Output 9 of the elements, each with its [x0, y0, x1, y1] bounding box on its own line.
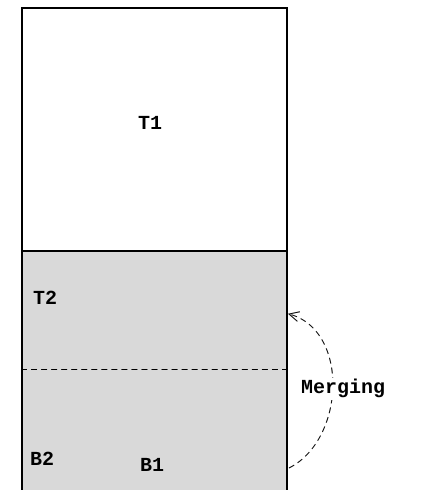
region-box: [21, 7, 288, 251]
region-label: B1: [140, 456, 164, 478]
edge-label: Merging: [300, 378, 386, 400]
merge-arrow: [288, 312, 334, 468]
region-label: B2: [30, 450, 54, 472]
region-box: [21, 370, 288, 490]
region-label: T2: [33, 289, 58, 311]
region-label: T1: [138, 114, 162, 136]
region-box: [21, 250, 288, 371]
